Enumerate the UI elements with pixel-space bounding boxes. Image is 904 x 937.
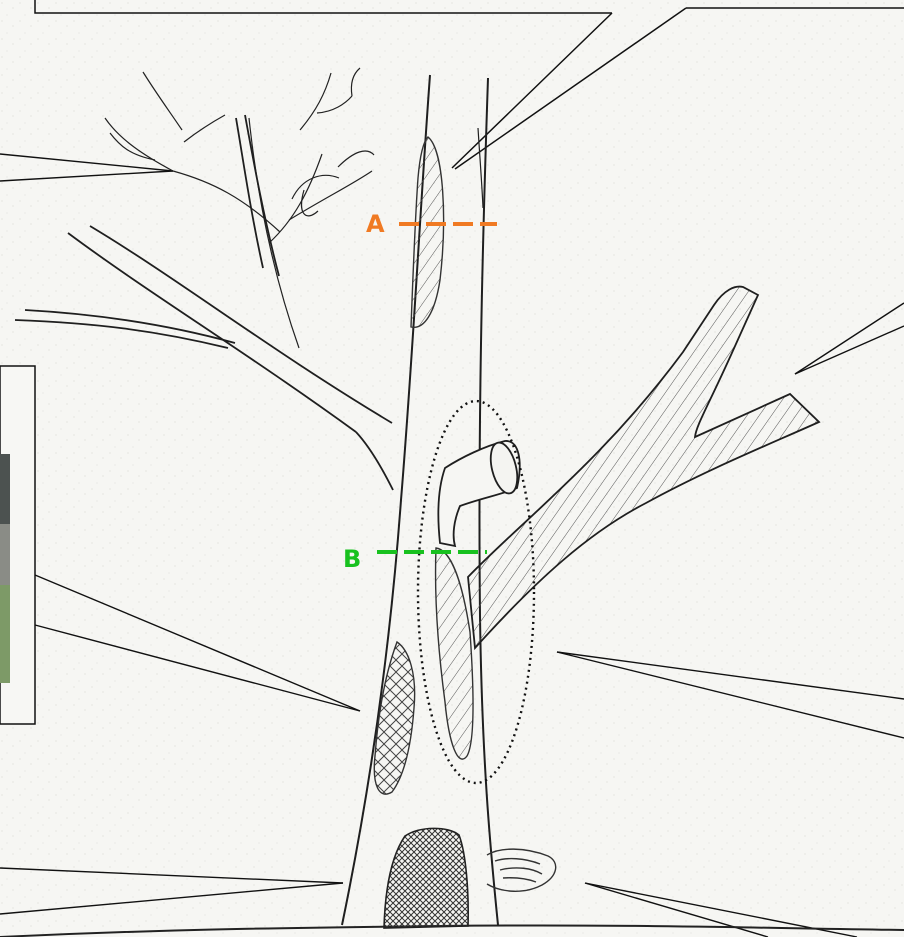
photo-top-shadow — [0, 454, 10, 524]
photo-inset — [0, 366, 35, 724]
marker-label-b: B — [343, 545, 361, 573]
marker-label-a: A — [366, 210, 385, 238]
photo-green-strip — [0, 585, 10, 683]
